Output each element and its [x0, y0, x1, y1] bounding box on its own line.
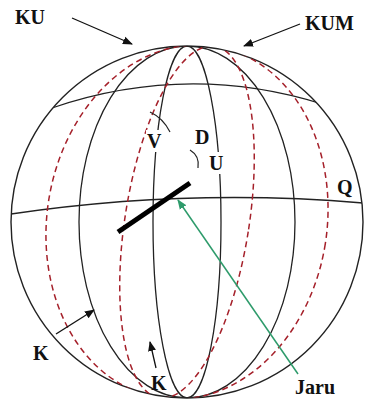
dashed-circle: [21, 24, 353, 402]
label-text: K: [150, 372, 168, 394]
equator: [11, 198, 363, 214]
angle-arc: [190, 150, 198, 168]
leader-arrow: [56, 310, 94, 334]
label-text: D: [194, 126, 210, 148]
leader-arrow: [150, 342, 156, 368]
label-text: V: [146, 130, 162, 152]
leader-arrow: [72, 18, 132, 44]
label-text: KUM: [304, 12, 355, 34]
meridian: [153, 46, 221, 398]
dashed-circle: [98, 36, 276, 402]
angle-arc: [150, 112, 170, 132]
parallel: [52, 84, 322, 108]
sphere-outline: [11, 46, 363, 398]
leader-arrow: [244, 24, 300, 46]
meridian: [79, 46, 295, 398]
leader-arrow: [178, 200, 298, 374]
label-text: U: [208, 152, 224, 174]
label-text: Q: [336, 176, 354, 198]
label-text: K: [32, 342, 50, 364]
label-text: Jaru: [294, 376, 336, 398]
label-text: KU: [14, 6, 46, 28]
needle: [118, 183, 190, 232]
